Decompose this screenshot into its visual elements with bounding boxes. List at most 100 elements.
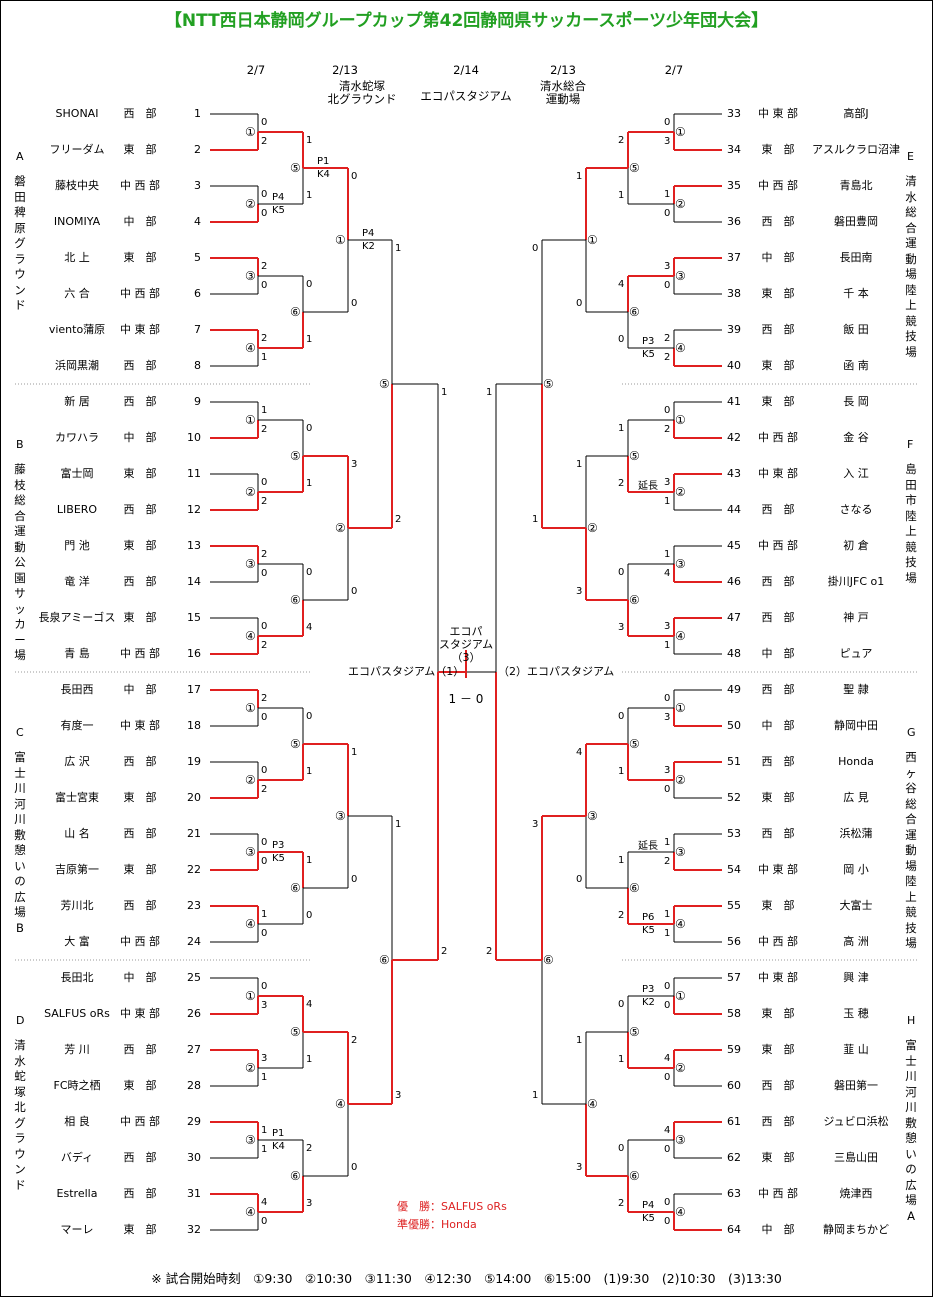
r3-score-lower: 0 — [351, 586, 358, 597]
team-seed: 48 — [727, 647, 741, 660]
r2-match-label: ⑤ — [629, 737, 640, 751]
r2-match-label: ⑥ — [290, 881, 301, 895]
r2-score-upper: 1 — [618, 855, 625, 866]
team-name: 大 富 — [64, 935, 90, 948]
r1-score-lower: 2 — [261, 424, 268, 435]
team-seed: 20 — [187, 791, 201, 804]
team-region: 中 西 部 — [120, 935, 160, 948]
block-venue: 藤枝総合運動公園サッカー場 — [14, 462, 26, 662]
r2-score-lower: 4 — [306, 622, 313, 633]
team-region: 中 西 部 — [120, 647, 160, 660]
team-name: 千 本 — [843, 287, 869, 300]
champion-label: 優 勝：SALFUS oRs — [397, 1200, 507, 1213]
r1-score-upper: 0 — [664, 405, 671, 416]
team-name: 静岡まちかど — [823, 1223, 889, 1236]
team-seed: 8 — [194, 359, 201, 372]
r2-score-upper: 0 — [306, 567, 313, 578]
r2-score-upper: 0 — [618, 711, 625, 722]
team-name: 磐田豊岡 — [834, 215, 878, 228]
team-name: Honda — [838, 755, 874, 768]
team-name: Estrella — [56, 1187, 98, 1200]
team-name: 長田南 — [839, 251, 873, 264]
r1-pk-note: P4 K5 — [272, 192, 285, 216]
team-region: 中 東 部 — [758, 467, 798, 480]
team-seed: 49 — [727, 683, 741, 696]
r1-score-lower: 2 — [261, 136, 268, 147]
team-region: 西 部 — [123, 1187, 157, 1200]
r3-match-label: ② — [335, 521, 346, 535]
team-seed: 52 — [727, 791, 741, 804]
team-seed: 37 — [727, 251, 741, 264]
r3-match-label: ④ — [587, 1097, 598, 1111]
team-seed: 45 — [727, 539, 741, 552]
team-region: 西 部 — [761, 575, 795, 588]
team-region: 西 部 — [761, 323, 795, 336]
r1-score-upper: 1 — [261, 1125, 268, 1136]
team-region: 中 西 部 — [758, 539, 798, 552]
team-seed: 10 — [187, 431, 201, 444]
r2-score-upper: 1 — [306, 855, 313, 866]
r2-score-upper: 4 — [306, 999, 313, 1010]
team-seed: 54 — [727, 863, 741, 876]
team-name: 岡 小 — [843, 863, 869, 876]
team-seed: 34 — [727, 143, 741, 156]
team-name: 興 津 — [843, 971, 869, 984]
team-region: 西 部 — [123, 1151, 157, 1164]
team-name: 青 島 — [64, 647, 90, 660]
venue-header: 清水総合 運動場 — [540, 79, 586, 106]
team-name: 有度一 — [60, 719, 94, 732]
team-name: 山 名 — [64, 827, 90, 840]
team-region: 中 部 — [123, 215, 157, 228]
r3-score-lower: 0 — [576, 298, 583, 309]
r1-score-upper: 4 — [664, 1125, 671, 1136]
r1-score-upper: 3 — [664, 621, 671, 632]
team-seed: 24 — [187, 935, 201, 948]
semifinal-venue-left: エコパスタジアム（1） — [348, 665, 465, 678]
team-name: 長田西 — [60, 683, 94, 696]
r2-pk-note: P1 K4 — [317, 156, 330, 180]
r1-match-label: ② — [245, 1061, 256, 1075]
r1-score-upper: 4 — [664, 1053, 671, 1064]
r3-score-upper: 1 — [351, 747, 358, 758]
team-region: 東 部 — [761, 1151, 795, 1164]
team-region: 東 部 — [123, 791, 157, 804]
r1-match-label: ③ — [245, 269, 256, 283]
r3-score-lower: 0 — [576, 874, 583, 885]
final-venue: エコパ スタジアム （3） — [438, 625, 494, 664]
team-region: 中 部 — [761, 647, 795, 660]
team-name: 大富士 — [839, 899, 873, 912]
team-seed: 9 — [194, 395, 201, 408]
r2-match-label: ⑥ — [629, 1169, 640, 1183]
team-seed: 58 — [727, 1007, 741, 1020]
team-seed: 15 — [187, 611, 201, 624]
r1-score-lower: 0 — [261, 712, 268, 723]
team-name: 門 池 — [64, 539, 90, 552]
team-seed: 53 — [727, 827, 741, 840]
r2-score-lower: 3 — [306, 1198, 313, 1209]
team-region: 東 部 — [123, 251, 157, 264]
r2-score-lower: 1 — [306, 190, 313, 201]
r1-score-lower: 0 — [261, 928, 268, 939]
team-name: 高 洲 — [843, 935, 869, 948]
team-region: 中 西 部 — [120, 287, 160, 300]
r1-score-upper: 0 — [664, 117, 671, 128]
r2-match-label: ⑥ — [629, 305, 640, 319]
date-header: 2/7 — [664, 63, 684, 77]
r1-match-label: ③ — [675, 269, 686, 283]
r1-score-lower: 0 — [664, 208, 671, 219]
r1-match-label: ① — [245, 125, 256, 139]
team-seed: 62 — [727, 1151, 741, 1164]
team-seed: 28 — [187, 1079, 201, 1092]
block-venue: 島田市陸上競技場 — [905, 462, 917, 585]
team-region: 東 部 — [123, 863, 157, 876]
team-region: 東 部 — [761, 1007, 795, 1020]
r1-score-upper: 1 — [664, 189, 671, 200]
team-name: 浜松蒲 — [839, 827, 873, 840]
team-name: 広 沢 — [64, 755, 90, 768]
team-seed: 13 — [187, 539, 201, 552]
r1-score-lower: 3 — [664, 712, 671, 723]
r1-score-upper: 0 — [261, 765, 268, 776]
r2-score-upper: 0 — [618, 1143, 625, 1154]
team-region: 西 部 — [761, 503, 795, 516]
team-region: 中 部 — [123, 431, 157, 444]
